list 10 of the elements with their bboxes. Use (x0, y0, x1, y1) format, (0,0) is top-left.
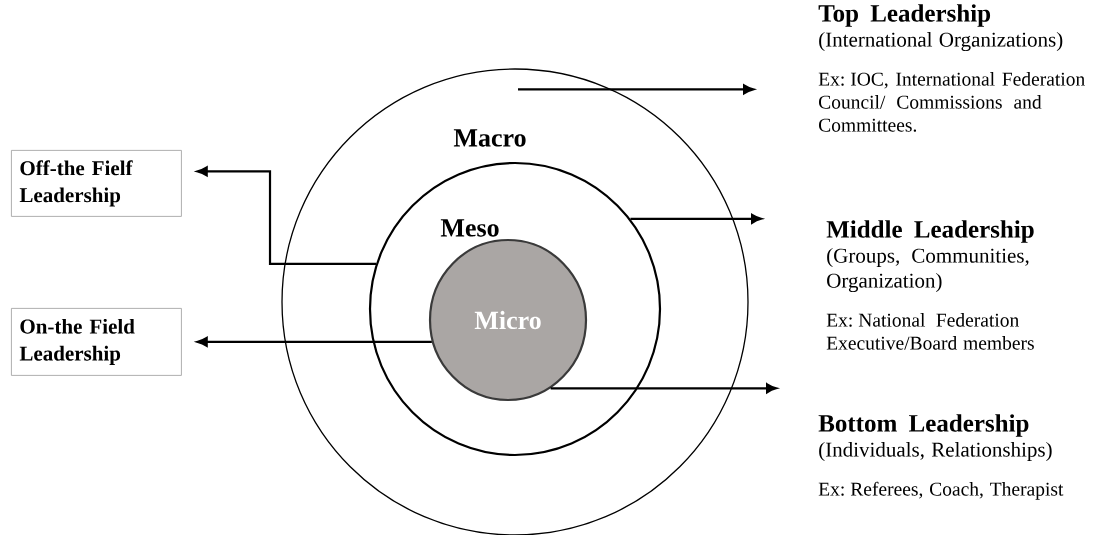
label-box: Off-the Fielf Leadership (11, 150, 182, 217)
level-description: Middle Leadership (Groups, Communities, Organization) Ex: National Federation Executive/Board members (826, 220, 1034, 350)
level-description: Bottom Leadership (Individuals, Relationships) Ex: Referees, Coach, Therapist (818, 414, 1064, 500)
arrow (518, 84, 755, 95)
level-description: Top Leadership (International Organizations) Ex: IOC, International Federation Council/ Commissions and Committees. (818, 4, 1085, 132)
arrow (196, 166, 376, 265)
label-box: On-the Field Leadership (11, 308, 182, 376)
arrow (550, 383, 778, 394)
arrow (630, 213, 763, 224)
arrow (196, 336, 432, 347)
